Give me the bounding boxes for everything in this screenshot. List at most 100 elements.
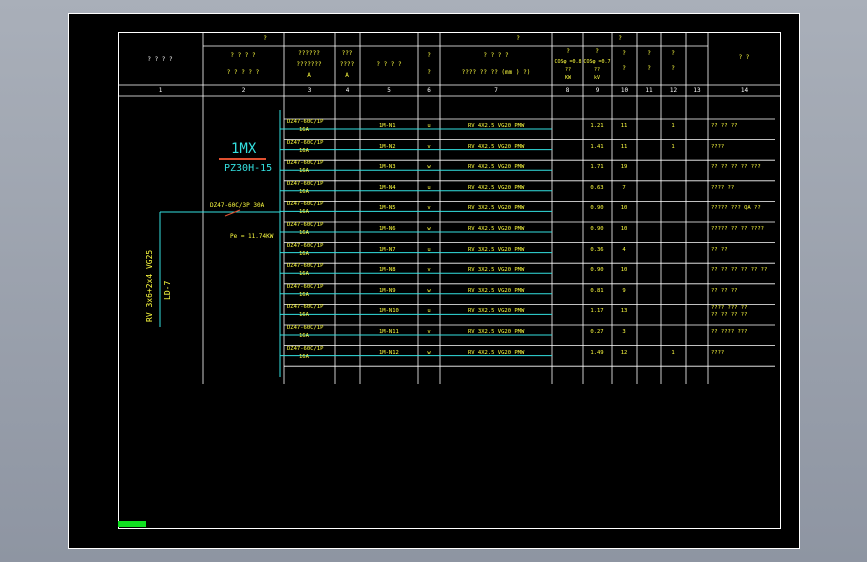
row-6-note: ????? ?? ?? ???? [711, 226, 764, 232]
row-6-breaker: DZ47-60C/1P [287, 222, 324, 228]
panel-name-underline [219, 158, 266, 160]
row-9-cable: RV 3X2.5 VG20 PMW [468, 287, 525, 294]
layout-marker [118, 521, 146, 527]
row-1-current: 11 [620, 123, 628, 129]
row-10-note-1: ?? ?? ?? ?? [711, 312, 748, 319]
row-6-rating: 16A [299, 230, 309, 236]
row-11-breaker: DZ47-60C/1P [287, 325, 324, 331]
row-8-rating: 16A [299, 271, 309, 278]
feed-source-label: LD-7 [163, 280, 172, 300]
row-8-cable: RV 3X2.5 VG20 PMW [468, 267, 525, 274]
row-2-cable: RV 4X2.5 VG20 PMW [468, 143, 525, 150]
row-4-cable: RV 4X2.5 VG20 PMW [468, 184, 525, 191]
row-9-current: 9 [622, 287, 626, 294]
row-7-circuit: 1M-N7 [379, 246, 396, 253]
row-1-qty: 1 [671, 123, 675, 129]
row-3-cable: RV 4X2.5 VG20 PMW [468, 164, 525, 171]
column-number-13: 13 [693, 87, 701, 94]
row-7-breaker: DZ47-60C/1P [287, 242, 324, 249]
row-9-circuit: 1M-N9 [379, 287, 396, 294]
row-1-circuit: 1M-N1 [379, 123, 396, 129]
row-12-rating: 16A [299, 353, 309, 360]
header-col1: ? ? ? ? [147, 56, 173, 63]
header-col9-sub1: COSφ =0.7 [583, 59, 611, 65]
row-7-current: 4 [622, 246, 626, 253]
row-6-power: 0.90 [590, 226, 604, 232]
row-3-power: 1.71 [590, 164, 604, 171]
row-4-power: 0.63 [590, 184, 604, 191]
column-number-6: 6 [427, 87, 431, 94]
row-8-circuit: 1M-N8 [379, 267, 396, 274]
header-col10-title: ? [622, 50, 626, 57]
row-5-power: 0.90 [590, 205, 604, 212]
row-10-rating: 16A [299, 312, 309, 319]
row-2-rating: 16A [299, 147, 309, 154]
header-col8-title: ? [566, 48, 570, 55]
row-4-phase: u [427, 184, 431, 191]
row-9-phase: w [427, 287, 431, 294]
header-col2-title: ? ? ? ? [230, 52, 256, 59]
row-7-power: 0.36 [590, 246, 604, 253]
row-10-phase: u [427, 308, 431, 315]
row-1-cable: RV 4X2.5 VG20 PMW [468, 123, 525, 129]
main-breaker-contact [224, 209, 241, 217]
sheet-inner-border [118, 32, 781, 529]
row-2-current: 11 [620, 143, 628, 150]
row-7-note: ?? ?? [711, 246, 728, 253]
row-1-phase: u [427, 123, 431, 129]
row-3-breaker: DZ47-60C/1P [287, 160, 324, 167]
row-12-circuit: 1M-N12 [379, 349, 399, 356]
row-2-breaker: DZ47-60C/1P [287, 139, 324, 146]
column-number-9: 9 [595, 87, 600, 94]
column-number-1: 1 [158, 87, 163, 94]
row-11-cable: RV 3X2.5 VG20 PMW [468, 329, 525, 335]
row-4-breaker: DZ47-60C/1P [287, 180, 324, 187]
power-label: Pe = 11.74KW [230, 233, 274, 240]
row-12-power: 1.49 [590, 349, 604, 356]
column-number-14: 14 [740, 87, 749, 94]
row-5-note: ????? ??? QA ?? [711, 205, 761, 212]
row-2-circuit: 1M-N2 [379, 143, 396, 150]
row-6-circuit: 1M-N6 [379, 226, 396, 232]
row-6-cable: RV 4X2.5 VG20 PMW [468, 226, 525, 232]
row-4-circuit: 1M-N4 [379, 184, 396, 191]
panel-model: PZ30H-15 [224, 163, 273, 174]
column-number-10: 10 [620, 87, 629, 94]
header-col7-group: ? [516, 35, 520, 42]
row-3-phase: w [427, 164, 431, 171]
header-col9-title: ? [595, 48, 599, 55]
header-col9-unit: kV [593, 75, 601, 81]
header-col3-unit: A [307, 72, 311, 79]
row-8-note: ?? ?? ?? ?? ?? ?? [711, 267, 768, 274]
row-10-cable: RV 3X2.5 VG20 PMW [468, 308, 525, 315]
header-col6-title: ? [427, 52, 431, 59]
header-col12-sub: ? [671, 65, 675, 72]
row-8-breaker: DZ47-60C/1P [287, 263, 324, 270]
row-9-breaker: DZ47-60C/1P [287, 283, 324, 290]
row-10-note: ???? ??? ?? [711, 305, 748, 312]
row-3-current: 19 [620, 164, 628, 171]
header-col6-sub: ? [427, 69, 431, 76]
row-10-power: 1.17 [590, 308, 604, 315]
row-5-cable: RV 3X2.5 VG20 PMW [468, 205, 525, 212]
header-col9-sub2: ?? [593, 67, 601, 73]
row-12-note: ???? [711, 349, 725, 356]
column-number-11: 11 [645, 87, 653, 94]
row-9-note: ?? ?? ?? [711, 287, 738, 294]
row-5-rating: 16A [299, 209, 309, 216]
row-2-qty: 1 [671, 143, 675, 150]
header-col7-sub: ???? ?? ?? (mm ) ?) [461, 69, 531, 76]
row-6-current: 10 [620, 226, 628, 232]
header-col2-group: ? [263, 35, 267, 42]
header-col8-sub2: ?? [564, 67, 572, 73]
sheet-outer-border [68, 13, 800, 549]
main-breaker-label: DZ47-60C/3P 30A [210, 202, 265, 209]
row-1-breaker: DZ47-60C/1P [287, 119, 324, 125]
row-6-phase: w [427, 226, 431, 232]
row-4-rating: 16A [299, 188, 309, 195]
row-10-circuit: 1M-N10 [379, 308, 399, 315]
header-col11-title: ? [647, 50, 651, 57]
row-3-circuit: 1M-N3 [379, 164, 396, 171]
row-5-breaker: DZ47-60C/1P [287, 201, 324, 208]
